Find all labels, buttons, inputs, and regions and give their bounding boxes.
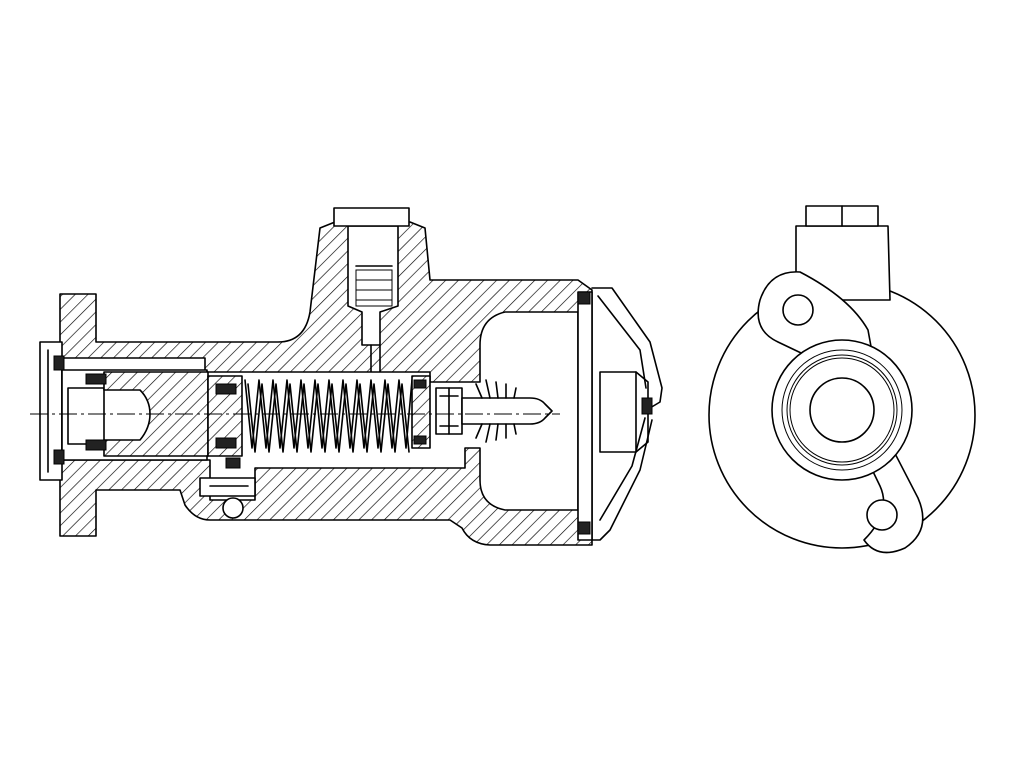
return-spring: [244, 379, 413, 453]
flange-hole-bottom: [866, 499, 898, 531]
bore-inner: [809, 377, 875, 443]
outlet-port: [222, 497, 244, 519]
bore-ring: [789, 357, 895, 463]
retaining-clip: [591, 287, 663, 409]
end-flange: [757, 271, 924, 554]
bore-ring: [781, 349, 903, 471]
right-flange: [577, 291, 593, 541]
section-view: [30, 207, 663, 546]
flange-hole-top: [782, 294, 814, 326]
bore-ring: [786, 354, 898, 466]
end-view: [708, 205, 976, 554]
seal: [85, 439, 107, 451]
reservoir-cap: [333, 207, 410, 227]
push-rod: [461, 397, 553, 425]
seal: [85, 373, 107, 385]
